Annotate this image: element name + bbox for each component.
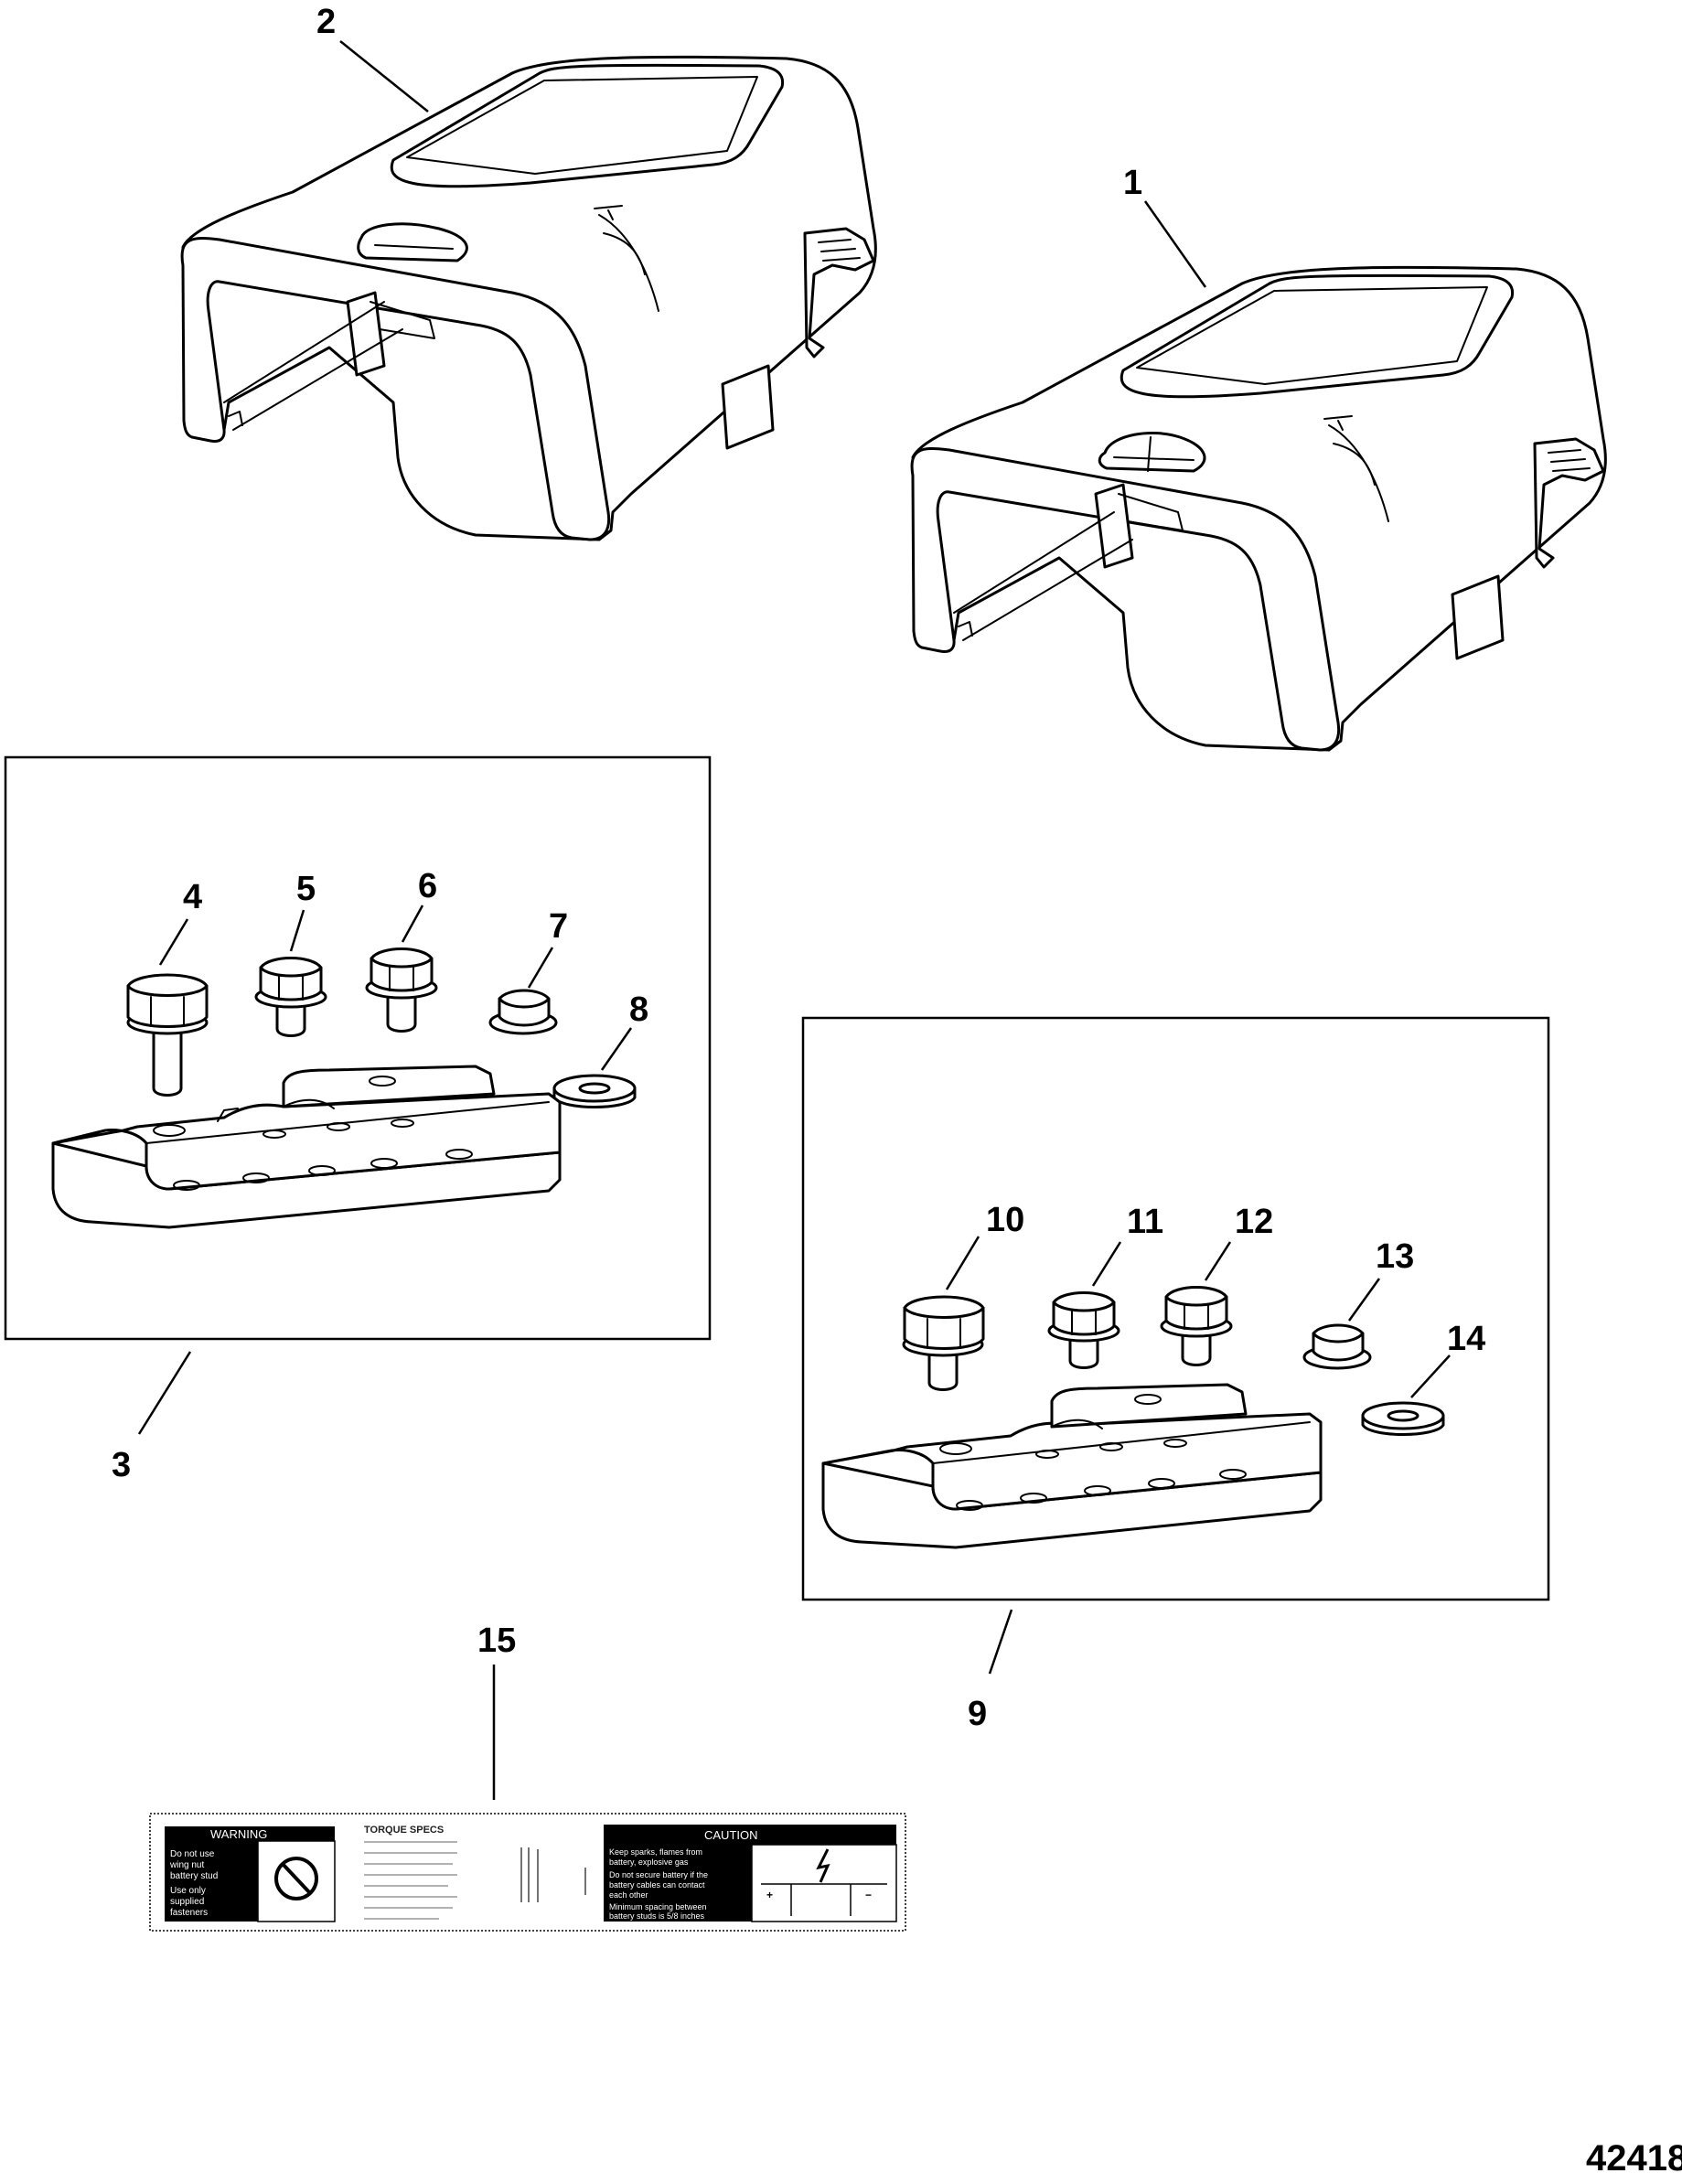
bolt-12 — [1160, 1286, 1233, 1366]
svg-text:14: 14 — [1447, 1320, 1485, 1358]
svg-text:10: 10 — [986, 1201, 1024, 1239]
callout-8: 8 — [600, 990, 648, 1071]
bolt-4 — [126, 973, 209, 1097]
callout-15: 15 — [477, 1622, 516, 1800]
svg-text:3: 3 — [112, 1446, 131, 1484]
callout-7: 7 — [527, 907, 568, 989]
svg-text:6: 6 — [418, 867, 437, 905]
battery-hold-down-plate-9 — [821, 1383, 1323, 1549]
battery-hold-down-plate-3 — [51, 1065, 562, 1229]
svg-text:battery cables can contact: battery cables can contact — [609, 1880, 705, 1890]
decal-torque-panel: TORQUE SPECS — [364, 1825, 457, 1920]
svg-text:9: 9 — [968, 1695, 987, 1733]
figure-number: 42418 — [1586, 2138, 1682, 2179]
svg-text:1: 1 — [1123, 164, 1142, 202]
svg-text:each other: each other — [609, 1890, 648, 1900]
decal-caution-panel: CAUTION Keep sparks, flames from battery… — [604, 1825, 897, 1922]
svg-text:13: 13 — [1376, 1237, 1414, 1276]
battery-cover-right — [910, 265, 1607, 752]
callout-9: 9 — [968, 1609, 1013, 1733]
svg-text:12: 12 — [1235, 1203, 1273, 1241]
kit-box-3 — [4, 755, 712, 1341]
svg-text:11: 11 — [1127, 1203, 1163, 1241]
svg-text:battery stud: battery stud — [170, 1871, 218, 1881]
svg-text:Do not use: Do not use — [170, 1849, 215, 1859]
plus-symbol: + — [766, 1889, 773, 1901]
minus-symbol: − — [865, 1889, 872, 1901]
bolt-11 — [1047, 1291, 1120, 1369]
svg-text:7: 7 — [549, 907, 568, 946]
callout-10: 10 — [945, 1201, 1024, 1290]
callout-14: 14 — [1410, 1320, 1485, 1398]
nut-13 — [1302, 1323, 1372, 1370]
callout-2: 2 — [316, 3, 429, 112]
callout-3: 3 — [112, 1351, 192, 1484]
svg-text:Keep sparks, flames from: Keep sparks, flames from — [609, 1847, 702, 1857]
battery-cover-left — [180, 55, 877, 541]
svg-text:Use only: Use only — [170, 1886, 206, 1896]
callout-1: 1 — [1123, 164, 1207, 288]
svg-text:battery, explosive gas: battery, explosive gas — [609, 1857, 689, 1867]
svg-text:TORQUE SPECS: TORQUE SPECS — [364, 1825, 444, 1836]
nut-7 — [488, 989, 558, 1035]
callout-4: 4 — [158, 878, 202, 966]
bolt-5 — [254, 957, 327, 1037]
svg-text:2: 2 — [316, 3, 336, 41]
svg-text:Do not secure battery if the: Do not secure battery if the — [609, 1870, 708, 1879]
no-symbol-icon — [274, 1857, 318, 1900]
svg-text:WARNING: WARNING — [210, 1827, 267, 1841]
decal-15: WARNING Do not use wing nut battery stud… — [149, 1813, 906, 1932]
svg-text:5: 5 — [296, 870, 316, 908]
callout-13: 13 — [1347, 1237, 1414, 1322]
callout-5: 5 — [289, 870, 316, 952]
washer-8 — [552, 1074, 637, 1108]
lightning-icon — [816, 1848, 830, 1883]
bolt-6 — [365, 947, 438, 1033]
svg-text:supplied: supplied — [170, 1897, 204, 1907]
svg-text:4: 4 — [183, 878, 202, 916]
svg-text:wing nut: wing nut — [169, 1860, 204, 1870]
bolt-10 — [902, 1295, 985, 1391]
decal-warning-panel: WARNING Do not use wing nut battery stud… — [165, 1826, 336, 1922]
svg-text:battery studs is 5/8 inches: battery studs is 5/8 inches — [609, 1911, 705, 1921]
kit-box-9 — [801, 1016, 1550, 1601]
svg-text:8: 8 — [629, 990, 648, 1029]
washer-14 — [1361, 1401, 1445, 1436]
decal-part-number-strip — [520, 1847, 586, 1902]
svg-text:fasteners: fasteners — [170, 1908, 208, 1918]
svg-text:15: 15 — [477, 1622, 516, 1660]
svg-text:Minimum spacing between: Minimum spacing between — [609, 1902, 707, 1911]
callout-12: 12 — [1204, 1203, 1273, 1281]
svg-text:CAUTION: CAUTION — [704, 1828, 758, 1842]
callout-11: 11 — [1091, 1203, 1163, 1287]
callout-6: 6 — [401, 867, 437, 943]
